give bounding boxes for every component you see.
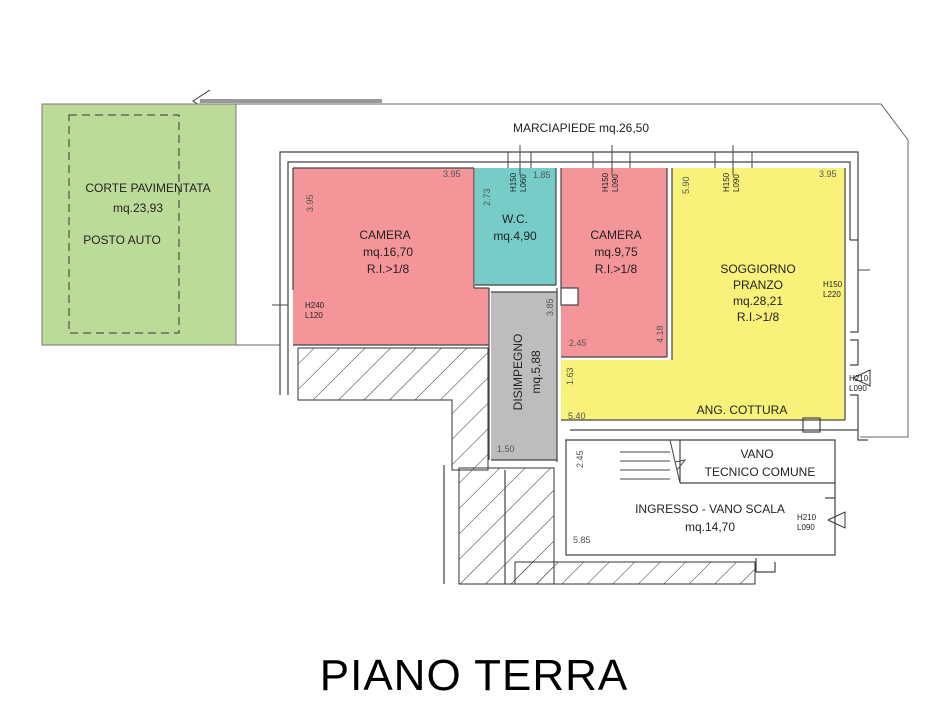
door-2-l: L090	[797, 523, 815, 532]
camera-2-ratio: R.I.>1/8	[595, 262, 638, 276]
window-4-l: L090	[732, 174, 741, 192]
camera-1-ratio: R.I.>1/8	[367, 262, 410, 276]
stairs	[620, 439, 687, 484]
vano-tecnico-line-2: TECNICO COMUNE	[705, 465, 816, 479]
corte-name: CORTE PAVIMENTATA	[85, 181, 210, 195]
camera-2-area	[561, 168, 667, 357]
dim-camera2-bottom: 2.45	[569, 338, 587, 348]
camera-2-name: CAMERA	[590, 228, 641, 242]
dim-ing-left: 2.45	[575, 450, 585, 468]
soggiorno-ratio: R.I.>1/8	[737, 310, 780, 324]
ingresso-name: INGRESSO - VANO SCALA	[635, 502, 785, 516]
cottura-label: ANG. COTTURA	[697, 403, 788, 417]
soggiorno-name-1: SOGGIORNO	[720, 262, 795, 276]
hatched-structure-3	[514, 561, 756, 585]
window-2-l: L060	[519, 174, 528, 192]
soggiorno-area	[561, 168, 845, 420]
dim-dis-bottom: 1.50	[497, 444, 515, 454]
dim-wc-top: 1.85	[533, 170, 551, 180]
posto-auto-outline	[68, 114, 180, 334]
disimpegno-area	[491, 292, 557, 460]
corte-area-value: mq.23,93	[113, 201, 163, 215]
window-2-h: H150	[509, 172, 518, 192]
marciapiede-label: MARCIAPIEDE mq.26,50	[513, 121, 649, 135]
soggiorno-area-value: mq.28,21	[733, 294, 783, 308]
soggiorno-name-2: PRANZO	[733, 278, 783, 292]
walls	[279, 151, 868, 584]
marciapiede-boundary	[42, 103, 909, 438]
window-4-h: H150	[722, 172, 731, 192]
door-2-h: H210	[797, 513, 817, 522]
posto-auto-label: POSTO AUTO	[83, 233, 161, 247]
dim-camera1-left: 3.95	[305, 194, 315, 212]
dim-soggiorno-top: 3.95	[819, 169, 837, 179]
dim-sog-lower-left: 1.63	[565, 367, 575, 385]
window-marks	[272, 145, 870, 306]
dim-soggiorno-left: 5.90	[681, 176, 691, 194]
wc-name: W.C.	[502, 212, 528, 226]
camera-1-name: CAMERA	[359, 228, 410, 242]
camera-1-area-value: mq.16,70	[363, 245, 413, 259]
camera-1-area	[293, 168, 489, 345]
camera-2-area-value: mq.9,75	[594, 245, 638, 259]
window-1-h: H240	[305, 301, 325, 310]
dim-camera1-top: 3.95	[443, 169, 461, 179]
wc-area-value: mq.4,90	[493, 229, 537, 243]
wc-area	[475, 168, 556, 285]
window-3-h: H150	[601, 172, 610, 192]
dim-camera2-right: 4.18	[655, 325, 665, 343]
window-5-h: H150	[823, 280, 843, 289]
hatched-structure-1	[297, 347, 489, 471]
dim-dis-right: 3.85	[545, 298, 555, 316]
vano-tecnico-line-1: VANO	[740, 447, 773, 461]
window-3-l: L090	[611, 174, 620, 192]
dim-wc-left: 2.73	[482, 188, 492, 206]
disimpegno-area-value: mq.5,88	[529, 350, 543, 394]
door-symbols	[827, 369, 871, 529]
ingresso-area-value: mq.14,70	[685, 520, 735, 534]
door-1-h: H210	[849, 374, 869, 383]
disimpegno-name: DISIMPEGNO	[511, 334, 525, 411]
window-1-l: L120	[305, 311, 323, 320]
door-1-l: L090	[849, 384, 867, 393]
window-5-l: L220	[823, 290, 841, 299]
dim-ing-bottom: 5.85	[573, 535, 591, 545]
page-title: PIANO TERRA	[320, 651, 628, 700]
corte-area	[41, 103, 237, 346]
dim-sog-bottom: 5.40	[568, 411, 586, 421]
